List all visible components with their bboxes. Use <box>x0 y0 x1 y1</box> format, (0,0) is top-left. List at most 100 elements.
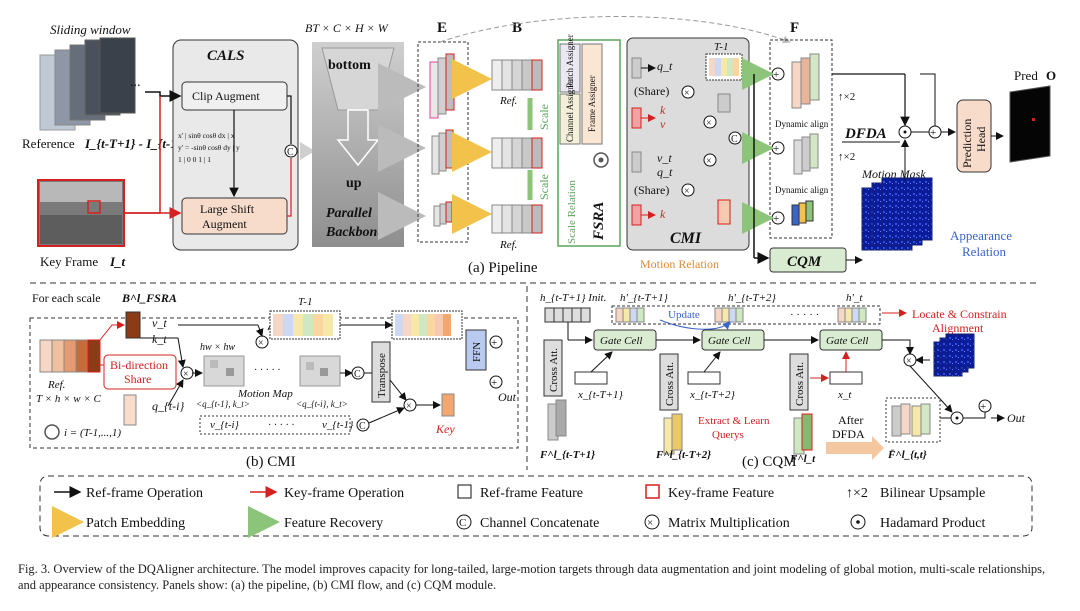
reference-frames-stack: ... <box>39 37 141 131</box>
cmi-share-2: (Share) <box>634 183 669 197</box>
cmi-memory-stack <box>705 53 743 81</box>
prediction-output-image <box>1009 85 1051 163</box>
h-init-state <box>544 307 591 323</box>
after-label-2: DFDA <box>832 427 865 441</box>
ffn-label: FFN <box>471 342 483 362</box>
legend-upsample: Bilinear Upsample <box>880 486 985 501</box>
backbone-up: up <box>346 176 362 191</box>
cmi-v-t: v_t <box>152 316 167 330</box>
f-features <box>791 53 820 226</box>
svg-text:C: C <box>354 369 361 380</box>
cmi-add-2 <box>489 375 503 389</box>
cmi-panel-label: (b) CMI <box>246 454 296 470</box>
svg-text:×: × <box>706 118 712 129</box>
cmi-q-t-1: q_t <box>657 59 673 73</box>
legend-channel-concat: Channel Concatenate <box>480 516 599 531</box>
loop-label: i = (T-1,...,1) <box>64 427 121 439</box>
svg-text:×: × <box>647 517 653 529</box>
svg-text:+: + <box>980 401 986 413</box>
legend-box <box>39 475 1033 537</box>
legend-upsample-symbol: ↑×2 <box>846 486 868 501</box>
svg-text:×: × <box>684 88 690 99</box>
gate-cell-3: Gate Cell <box>826 335 868 347</box>
cmi-v-t: v_t <box>657 151 672 165</box>
frame-assigner-label: Frame Assigner <box>587 75 597 132</box>
cmi-ref-label: Ref. <box>47 379 65 391</box>
f2-label: F^l_{t-T+2} <box>655 449 711 461</box>
cmi-v: v <box>660 117 666 131</box>
svg-text:· · · · ·: · · · · · <box>268 420 295 431</box>
transpose-label: Transpose <box>376 353 388 398</box>
pipeline-panel-label: (a) Pipeline <box>468 260 538 276</box>
legend-key-frame-feat: Key-frame Feature <box>668 486 774 501</box>
f-bar-label: F̄^l_{t,t} <box>887 449 927 461</box>
after-label-1: After <box>838 413 863 427</box>
cqm-input-features <box>547 399 813 455</box>
transform-matrix-row3: 1 | 0 0 1 | 1 <box>178 155 211 164</box>
up-x2-1: ↑×2 <box>838 91 855 103</box>
cross-att-3: Cross Att. <box>794 362 806 406</box>
svg-text:×: × <box>706 156 712 167</box>
svg-text:C: C <box>287 147 294 158</box>
svg-text:C: C <box>731 134 738 145</box>
h-init-label: h_{t-T+1} Init. <box>540 292 606 304</box>
b-fsra-label: B^l_FSRA <box>121 291 177 305</box>
transform-matrix-row1: x' | sinθ cosθ dx | x <box>178 131 235 140</box>
bi-direction-label-2: Share <box>124 372 151 386</box>
scale-relation-label: Scale Relation <box>566 180 578 244</box>
figure-caption: Fig. 3. Overview of the DQAligner archit… <box>18 562 1046 592</box>
bi-direction-share-box <box>103 354 177 390</box>
sliding-window-label: Sliding window <box>50 22 131 37</box>
pipeline-panel: Sliding window ... Reference I_{t-T+1} -… <box>22 16 1056 276</box>
cmi-t-minus-1: T-1 <box>714 41 728 53</box>
up-x2-2: ↑×2 <box>838 151 855 163</box>
locate-label-1: Locate & Constrain <box>912 307 1007 321</box>
cmi-share-1: (Share) <box>634 84 669 98</box>
channel-assigner-label: Channel Assigner <box>565 78 575 142</box>
e-features <box>429 53 455 227</box>
cqm-mask-maps <box>933 333 975 377</box>
v-t1-label: v_{t-1} <box>322 419 354 431</box>
h-states <box>615 307 867 323</box>
svg-text:...: ... <box>130 75 141 90</box>
xt-label: x_t <box>837 389 852 401</box>
v-ti-label: v_{t-i} <box>210 419 240 431</box>
ft-label: F^l_t <box>789 453 816 465</box>
cmi-concat-2 <box>356 418 370 432</box>
svg-text:+: + <box>491 377 497 389</box>
locate-label-2: Alignment <box>932 321 984 335</box>
ffn-box <box>465 329 487 371</box>
svg-text:×: × <box>406 401 412 412</box>
loop-icon <box>44 424 60 440</box>
b-label: B <box>512 20 522 36</box>
svg-text:C: C <box>459 517 466 529</box>
cmi-t-minus-1-label: T-1 <box>298 296 312 308</box>
legend-ref-frame-feat: Ref-frame Feature <box>480 486 583 501</box>
cmi-label: CMI <box>670 230 702 247</box>
q1k-label: <q_{t-1}, k_t> <box>196 399 250 409</box>
fsra-gear-icon <box>593 152 609 168</box>
appearance-relation-1: Appearance <box>950 228 1012 243</box>
x-tokens <box>574 371 863 385</box>
legend-feature-recovery: Feature Recovery <box>284 516 383 531</box>
backbone-name-2: Backbone <box>325 225 384 240</box>
ht-label: h'_t <box>846 292 863 304</box>
cmi-multiply-symbols: × × × × C <box>681 85 742 197</box>
gate-cell-2: Gate Cell <box>708 335 750 347</box>
cmi-k-2: k <box>660 207 666 221</box>
cmi-out-label: Out <box>498 390 517 404</box>
reference-range: I_{t-T+1} - I_{t-1} <box>84 136 182 151</box>
pred-label: Pred <box>1014 68 1038 83</box>
e-label: E <box>437 20 447 36</box>
svg-text:C: C <box>359 421 366 432</box>
transform-matrix-row2: y' = -sinθ cosθ dy | y <box>178 143 240 152</box>
bi-direction-label-1: Bi-direction <box>110 358 168 372</box>
svg-text:×: × <box>258 338 264 349</box>
f-bar-features <box>891 403 931 437</box>
h3-label: h'_{t-T+2} <box>728 292 777 304</box>
svg-text:· · · · ·: · · · · · <box>254 365 281 376</box>
dynamic-align-2: Dynamic align <box>775 185 829 195</box>
cross-att-1: Cross Att. <box>548 348 560 392</box>
svg-text:+: + <box>773 213 779 225</box>
